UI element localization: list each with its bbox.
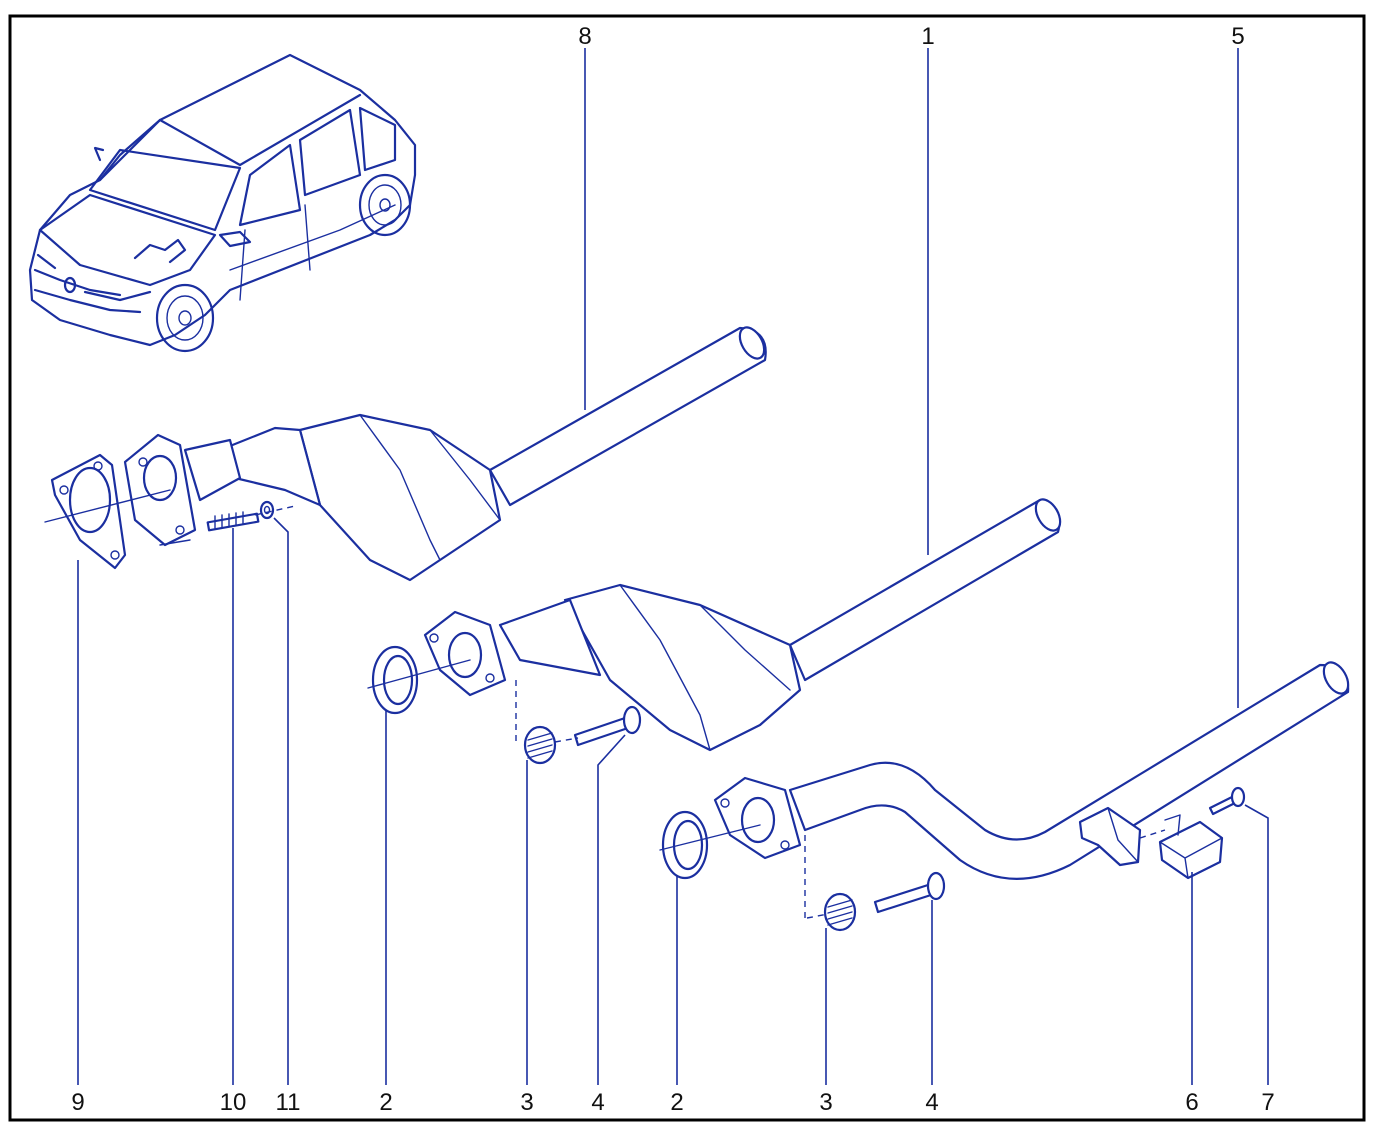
nut-11 bbox=[259, 500, 275, 520]
rubber-mount-6 bbox=[1158, 814, 1224, 880]
stud-10 bbox=[206, 511, 260, 532]
callout-2b: 2 bbox=[670, 1089, 683, 1116]
callout-1: 1 bbox=[921, 23, 934, 50]
diagram-frame bbox=[8, 14, 1366, 1122]
callout-4a: 4 bbox=[591, 1089, 604, 1116]
callout-11: 11 bbox=[276, 1089, 301, 1116]
callout-3a: 3 bbox=[520, 1089, 533, 1116]
callout-8: 8 bbox=[578, 23, 591, 50]
leader-4a bbox=[597, 734, 626, 1085]
leader-11 bbox=[273, 517, 289, 1085]
bolt-4a bbox=[573, 705, 642, 747]
spring-3b bbox=[823, 892, 857, 932]
seal-ring-2b bbox=[661, 810, 709, 880]
callout-6: 6 bbox=[1185, 1089, 1198, 1116]
catalytic-converter-upper bbox=[123, 326, 767, 582]
callout-4b: 4 bbox=[925, 1089, 938, 1116]
car-illustration bbox=[28, 53, 417, 353]
bolt-7 bbox=[1208, 786, 1246, 816]
callout-5: 5 bbox=[1231, 23, 1244, 50]
callout-10: 10 bbox=[220, 1089, 247, 1116]
spring-3a bbox=[523, 725, 557, 765]
exhaust-pipe-lower bbox=[713, 661, 1350, 880]
callout-9: 9 bbox=[71, 1089, 84, 1116]
catalytic-converter-middle bbox=[423, 498, 1062, 752]
bolt-4b bbox=[873, 871, 946, 914]
callout-3b: 3 bbox=[819, 1089, 832, 1116]
leader-7 bbox=[1244, 804, 1269, 1085]
callout-7: 7 bbox=[1261, 1089, 1274, 1116]
callout-2a: 2 bbox=[379, 1089, 392, 1116]
